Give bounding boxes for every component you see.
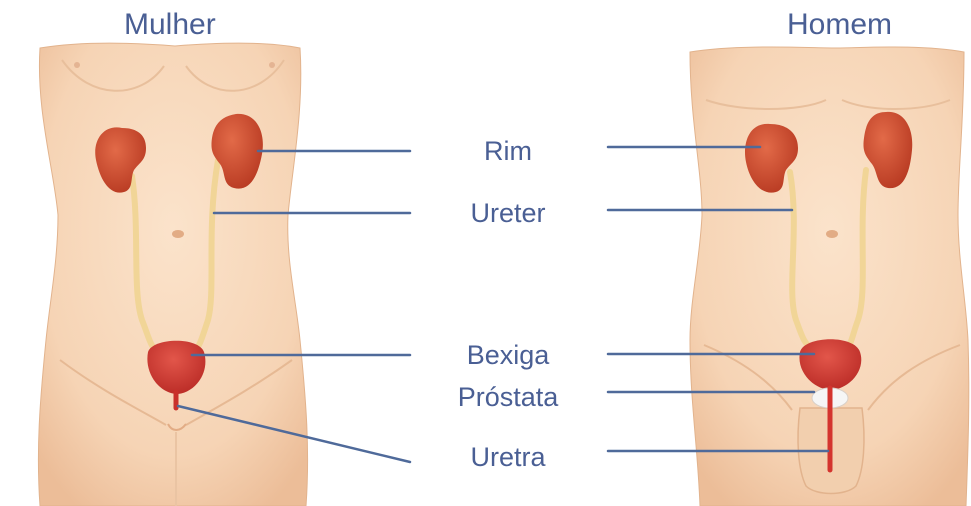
- woman-torso: [38, 43, 307, 506]
- label-rim: Rim: [428, 136, 588, 166]
- label-uretra: Uretra: [428, 442, 588, 472]
- woman-figure: [38, 43, 307, 506]
- label-ureter: Ureter: [428, 198, 588, 228]
- label-prostata: Próstata: [428, 382, 588, 412]
- man-title: Homem: [787, 8, 892, 42]
- woman-title: Mulher: [124, 8, 216, 42]
- label-bexiga: Bexiga: [428, 340, 588, 370]
- man-figure: [690, 47, 969, 506]
